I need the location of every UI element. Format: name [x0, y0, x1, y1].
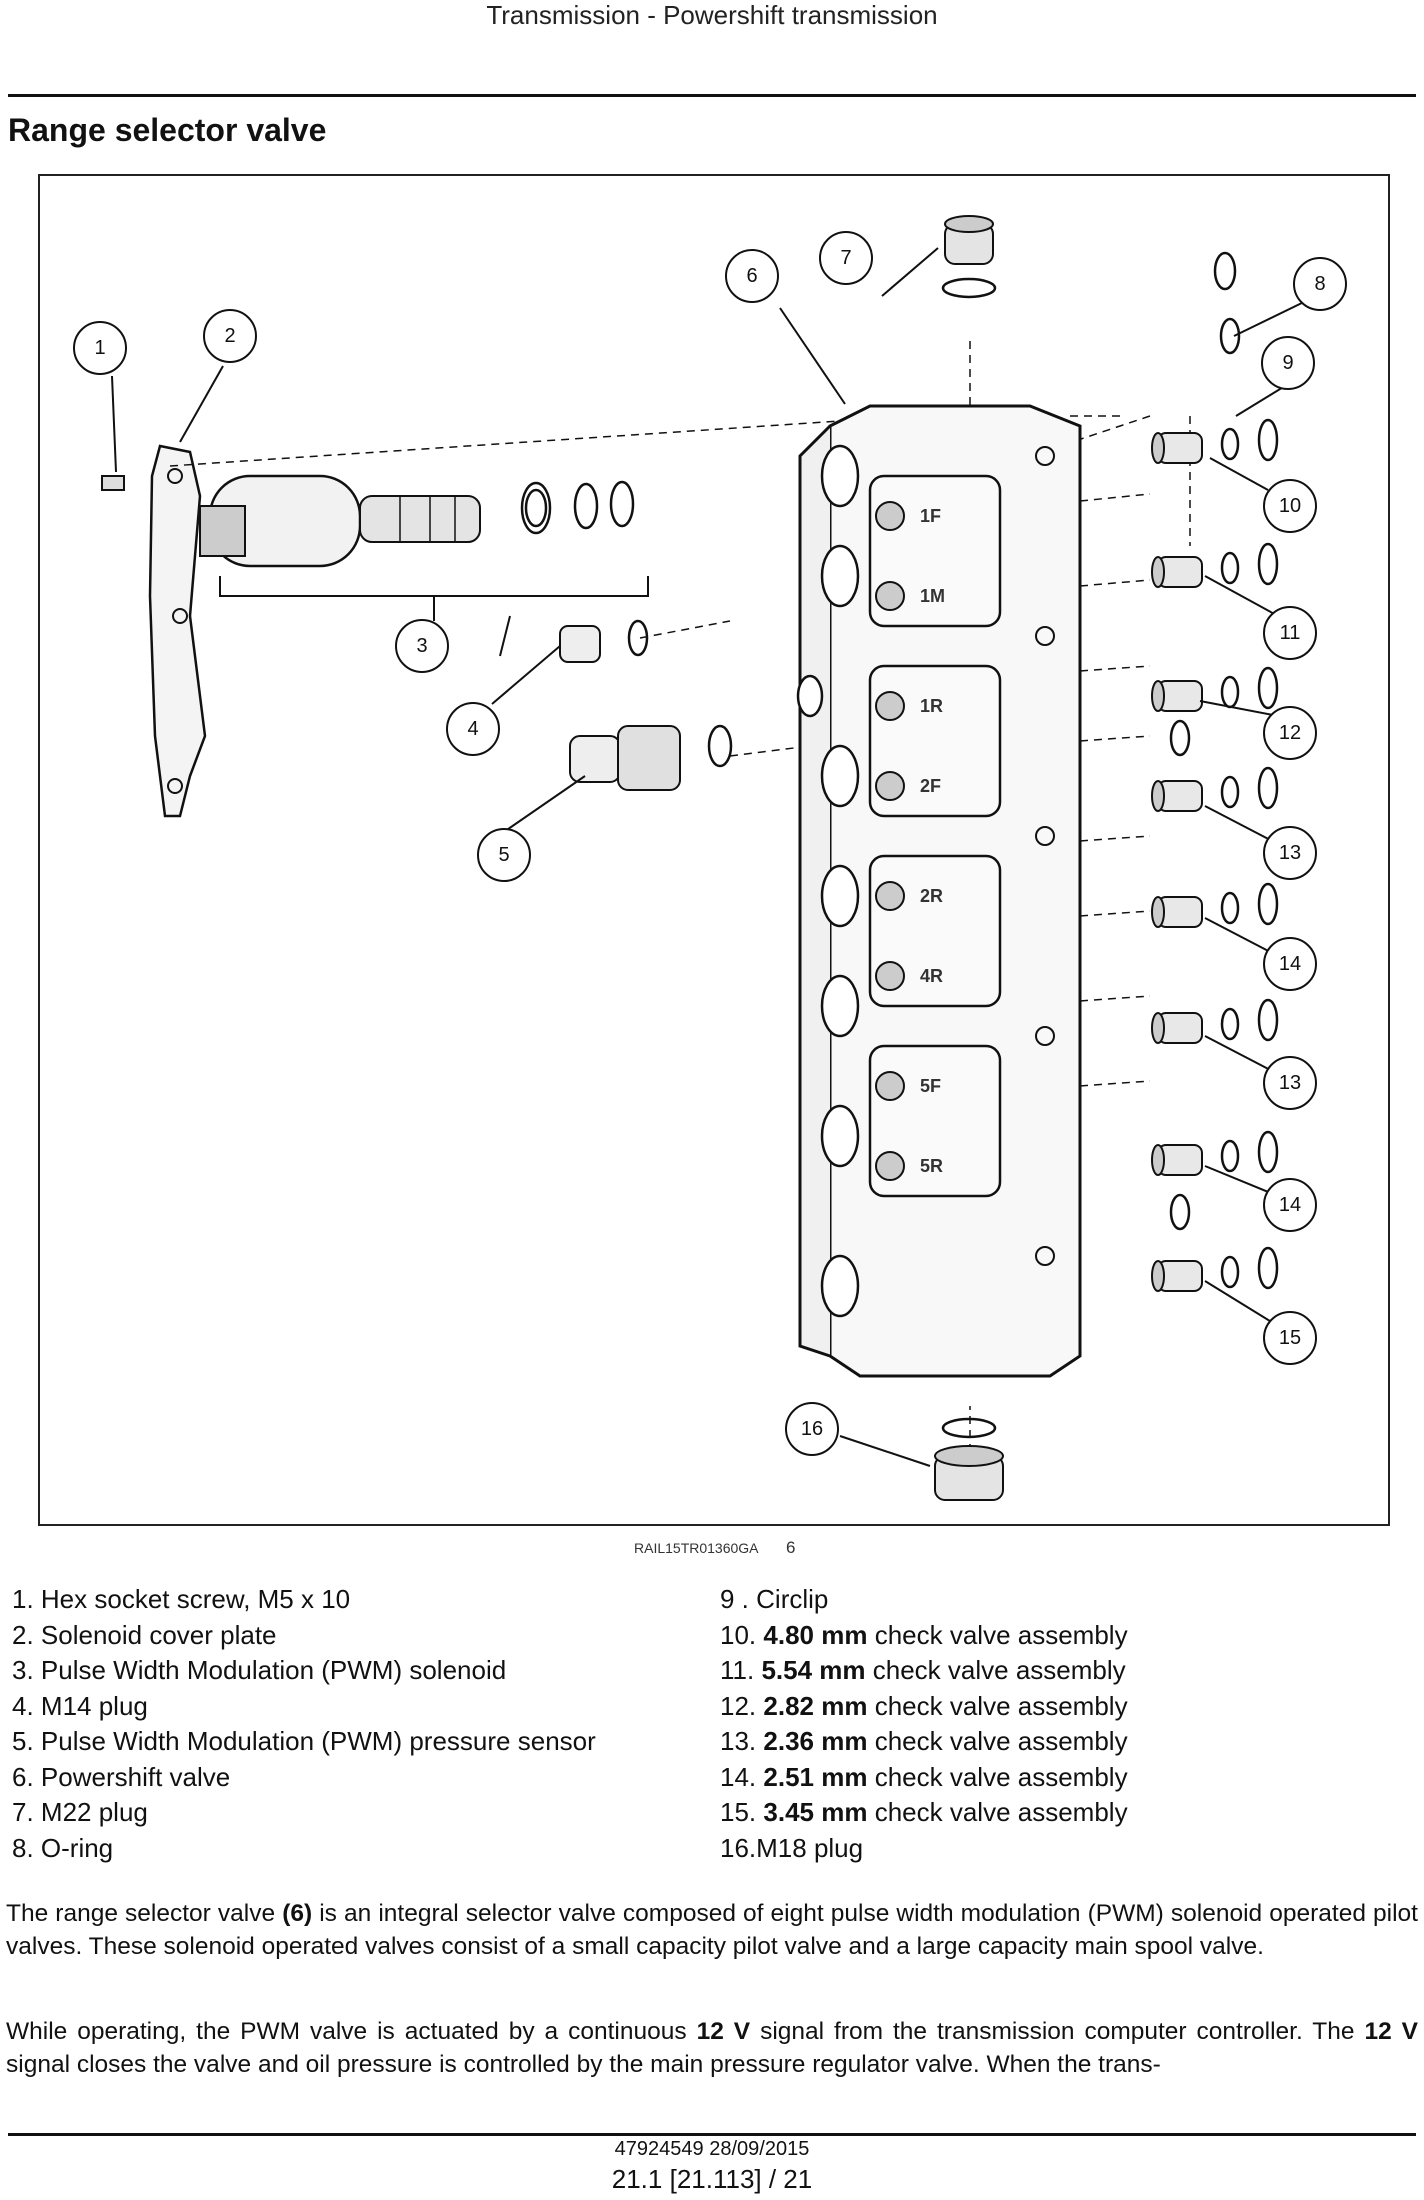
exploded-view-drawing: 1F 1M 1R 2F 2R 4R 5F 5R — [73, 215, 1347, 1501]
legend-item: 14. 2.51 mm check valve assembly — [720, 1761, 1128, 1792]
svg-text:4: 4 — [467, 718, 478, 740]
legend-item: 5. Pulse Width Modulation (PWM) pressure… — [12, 1726, 596, 1756]
legend-item: 12. 2.82 mm check valve assembly — [720, 1690, 1128, 1721]
legend-item: 3. Pulse Width Modulation (PWM) solenoid — [12, 1655, 507, 1685]
figure-code: RAIL15TR01360GA — [634, 1540, 759, 1556]
block-label: 1M — [920, 586, 945, 606]
callout-9: 9 — [1261, 336, 1315, 390]
exploded-view-figure: 1F 1M 1R 2F 2R 4R 5F 5R — [38, 174, 1390, 1526]
block-label: 4R — [920, 966, 943, 986]
footer-rule — [8, 2133, 1416, 2136]
callout-5: 5 — [477, 828, 531, 882]
callout-15: 15 — [1263, 1311, 1317, 1365]
callout-4: 4 — [446, 702, 500, 756]
callout-16: 16 — [785, 1402, 839, 1456]
svg-text:12: 12 — [1279, 722, 1301, 744]
page-header-title: Transmission - Powershift transmission — [486, 0, 938, 30]
callout-3: 3 — [395, 619, 449, 673]
callout-13b: 13 — [1263, 1056, 1317, 1110]
legend-item: 2. Solenoid cover plate — [12, 1619, 277, 1650]
svg-text:10: 10 — [1279, 495, 1301, 517]
callout-10: 10 — [1263, 479, 1317, 533]
svg-text:1: 1 — [94, 337, 105, 359]
callout-6: 6 — [725, 249, 779, 303]
callout-13: 13 — [1263, 826, 1317, 880]
callout-14b: 14 — [1263, 1178, 1317, 1232]
body-paragraph-1: The range selector valve (6) is an integ… — [6, 1900, 1418, 1960]
svg-text:11: 11 — [1280, 622, 1301, 644]
legend-item: 9 . Circlip — [720, 1584, 829, 1614]
legend-item: 8. O-ring — [12, 1832, 114, 1863]
legend-right: 9 . Circlip 10. 4.80 mm check valve asse… — [720, 1582, 1128, 1866]
solenoid-cover-plate-shape — [148, 444, 207, 818]
legend-item: 7. M22 plug — [12, 1797, 148, 1827]
legend-item: 1. Hex socket screw, M5 x 10 — [12, 1584, 351, 1614]
callout-8: 8 — [1293, 257, 1347, 311]
body-paragraph-2: While operating, the PWM valve is actuat… — [6, 2018, 1418, 2078]
block-label: 1R — [920, 696, 943, 716]
svg-text:2: 2 — [224, 325, 235, 347]
callout-11: 11 — [1263, 606, 1317, 660]
legend-item: 10. 4.80 mm check valve assembly — [720, 1619, 1128, 1650]
legend-item: 16.M18 plug — [720, 1832, 864, 1863]
svg-text:3: 3 — [416, 635, 427, 657]
callout-7: 7 — [819, 231, 873, 285]
svg-text:5: 5 — [498, 844, 509, 866]
svg-text:15: 15 — [1279, 1327, 1301, 1349]
svg-text:14: 14 — [1279, 1194, 1301, 1216]
callout-1: 1 — [73, 321, 127, 375]
block-label: 5R — [920, 1156, 943, 1176]
svg-text:7: 7 — [840, 247, 851, 269]
block-label: 5F — [920, 1076, 941, 1096]
footer-page-ref: 21.1 [21.113] / 21 — [611, 2164, 813, 2194]
legend-item: 6. Powershift valve — [12, 1761, 231, 1792]
svg-text:14: 14 — [1279, 953, 1301, 975]
block-label: 2R — [920, 886, 943, 906]
figure-number: 6 — [786, 1538, 796, 1557]
svg-text:13: 13 — [1279, 1072, 1301, 1094]
block-label: 2F — [920, 776, 941, 796]
legend-item: 15. 3.45 mm check valve assembly — [720, 1797, 1128, 1827]
section-title: Range selector valve — [8, 112, 327, 148]
svg-text:16: 16 — [801, 1418, 823, 1440]
svg-text:8: 8 — [1314, 273, 1325, 295]
callout-12: 12 — [1263, 706, 1317, 760]
legend-item: 4. M14 plug — [12, 1690, 148, 1721]
header-rule — [8, 94, 1416, 97]
legend-item: 11. 5.54 mm check valve assembly — [720, 1655, 1126, 1685]
legend-left: 1. Hex socket screw, M5 x 10 2. Solenoid… — [12, 1582, 596, 1866]
callout-14: 14 — [1263, 937, 1317, 991]
footer-doc-id: 47924549 28/09/2015 — [614, 2138, 810, 2160]
block-label: 1F — [920, 506, 941, 526]
callout-2: 2 — [203, 309, 257, 363]
svg-text:13: 13 — [1279, 842, 1301, 864]
svg-text:6: 6 — [746, 265, 757, 287]
legend-item: 13. 2.36 mm check valve assembly — [720, 1726, 1128, 1756]
svg-text:9: 9 — [1282, 352, 1293, 374]
